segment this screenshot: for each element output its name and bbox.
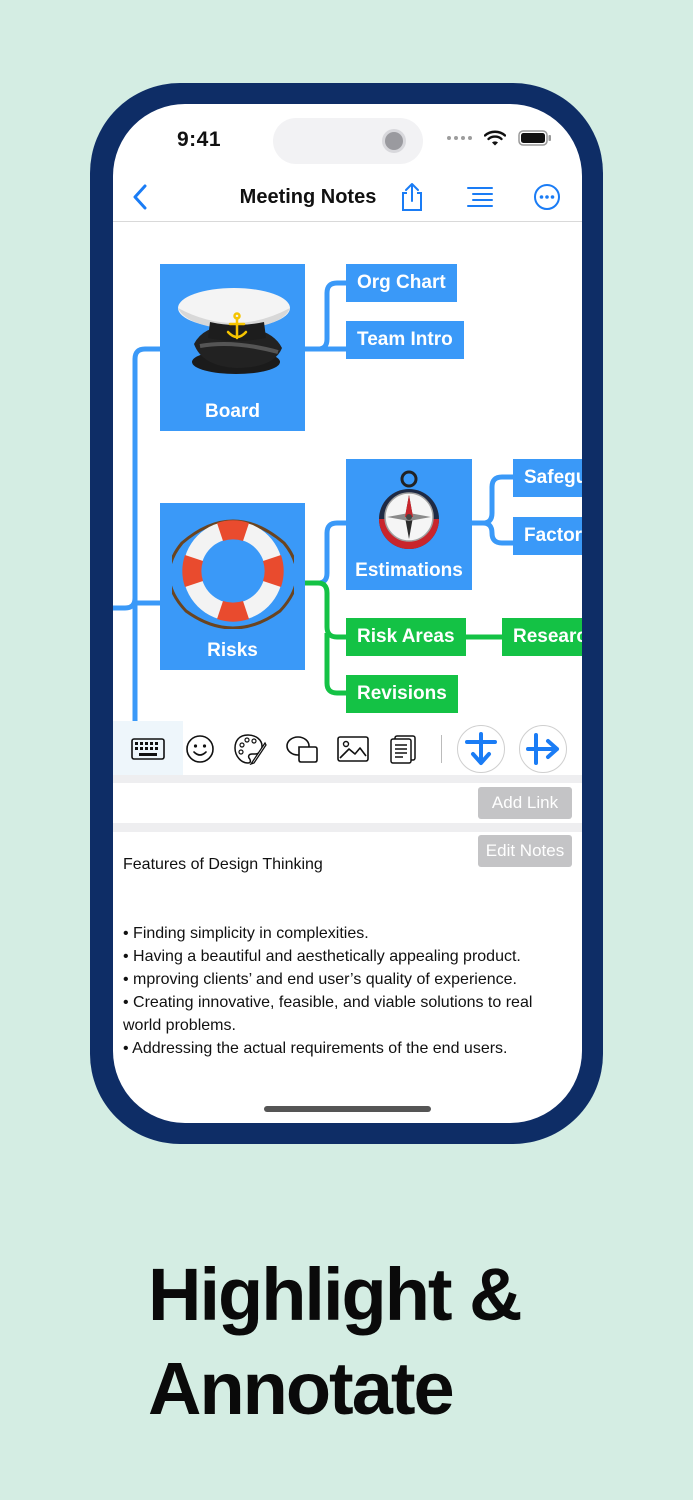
image-button[interactable] xyxy=(335,731,371,767)
risks-label: Risks xyxy=(207,640,258,661)
callout-button[interactable] xyxy=(284,731,320,767)
notes-bullet: • Creating innovative, feasible, and via… xyxy=(123,994,533,1034)
notes-bullet: • Having a beautiful and aesthetically a… xyxy=(123,948,521,965)
edit-notes-button[interactable]: Edit Notes xyxy=(478,835,572,867)
outline-button[interactable] xyxy=(461,178,499,216)
headline-line-2: Annotate xyxy=(148,1347,455,1430)
notes-title: Features of Design Thinking xyxy=(123,856,323,873)
add-child-icon xyxy=(465,732,497,765)
notes-icon xyxy=(390,735,416,764)
share-button[interactable] xyxy=(393,178,431,216)
navigation-bar: Meeting Notes xyxy=(113,172,582,222)
board-label: Board xyxy=(205,401,260,422)
node-org-chart[interactable]: Org Chart xyxy=(346,264,457,302)
section-divider xyxy=(113,823,582,832)
compass-icon xyxy=(379,470,439,549)
add-sibling-button[interactable] xyxy=(519,725,567,773)
camera-icon xyxy=(385,132,403,150)
dynamic-island xyxy=(273,118,423,164)
add-link-button[interactable]: Add Link xyxy=(478,787,572,819)
notes-bullet: • mproving clients’ and end user’s quali… xyxy=(123,971,517,988)
chevron-left-icon xyxy=(133,184,147,210)
notes-body: • Finding simplicity in complexities. • … xyxy=(123,922,573,1060)
more-icon xyxy=(534,184,560,210)
lifebuoy-icon xyxy=(171,519,294,629)
share-icon xyxy=(402,183,422,211)
section-divider xyxy=(113,775,582,783)
node-research[interactable]: Researc xyxy=(502,618,582,656)
emoji-icon xyxy=(186,735,214,763)
mind-map-connectors xyxy=(113,280,513,723)
headline-line-1: Highlight & xyxy=(148,1253,523,1336)
mind-map-canvas[interactable]: Board Org Chart Team Intro Risks xyxy=(113,223,582,723)
node-team-intro[interactable]: Team Intro xyxy=(346,321,464,359)
node-risk-areas[interactable]: Risk Areas xyxy=(346,618,466,656)
notes-bullet: • Finding simplicity in complexities. xyxy=(123,925,369,942)
signal-icon xyxy=(447,136,472,140)
editing-toolbar xyxy=(113,721,582,779)
image-icon xyxy=(337,736,369,762)
emoji-button[interactable] xyxy=(182,731,218,767)
page-title: Meeting Notes xyxy=(239,186,377,208)
notes-bullet: • Addressing the actual requirements of … xyxy=(123,1040,508,1057)
board-card[interactable]: Board xyxy=(160,264,305,431)
keyboard-icon xyxy=(131,738,165,760)
battery-icon xyxy=(518,130,551,146)
outline-icon xyxy=(467,187,493,207)
toolbar-divider xyxy=(441,735,442,763)
notes-button[interactable] xyxy=(385,731,421,767)
add-sibling-icon xyxy=(526,733,559,765)
estimations-label: Estimations xyxy=(355,560,463,581)
status-icons xyxy=(447,130,552,146)
keyboard-button[interactable] xyxy=(130,731,166,767)
home-indicator xyxy=(264,1106,431,1112)
marketing-headline: Highlight & Annotate xyxy=(148,1248,523,1436)
callout-icon xyxy=(286,736,318,763)
style-button[interactable] xyxy=(232,731,268,767)
captain-hat-icon xyxy=(177,288,290,374)
wifi-icon xyxy=(484,130,506,146)
node-safeguards[interactable]: Safegu xyxy=(513,459,582,497)
node-revisions[interactable]: Revisions xyxy=(346,675,458,713)
palette-icon xyxy=(234,734,267,765)
node-factors[interactable]: Factor xyxy=(513,517,582,555)
risks-card[interactable]: Risks xyxy=(160,503,305,670)
more-button[interactable] xyxy=(528,178,566,216)
estimations-card[interactable]: Estimations xyxy=(346,459,472,590)
phone-screen: 9:41 Meeting Notes xyxy=(113,104,582,1123)
back-button[interactable] xyxy=(121,178,159,216)
status-time: 9:41 xyxy=(177,128,222,151)
add-child-button[interactable] xyxy=(457,725,505,773)
